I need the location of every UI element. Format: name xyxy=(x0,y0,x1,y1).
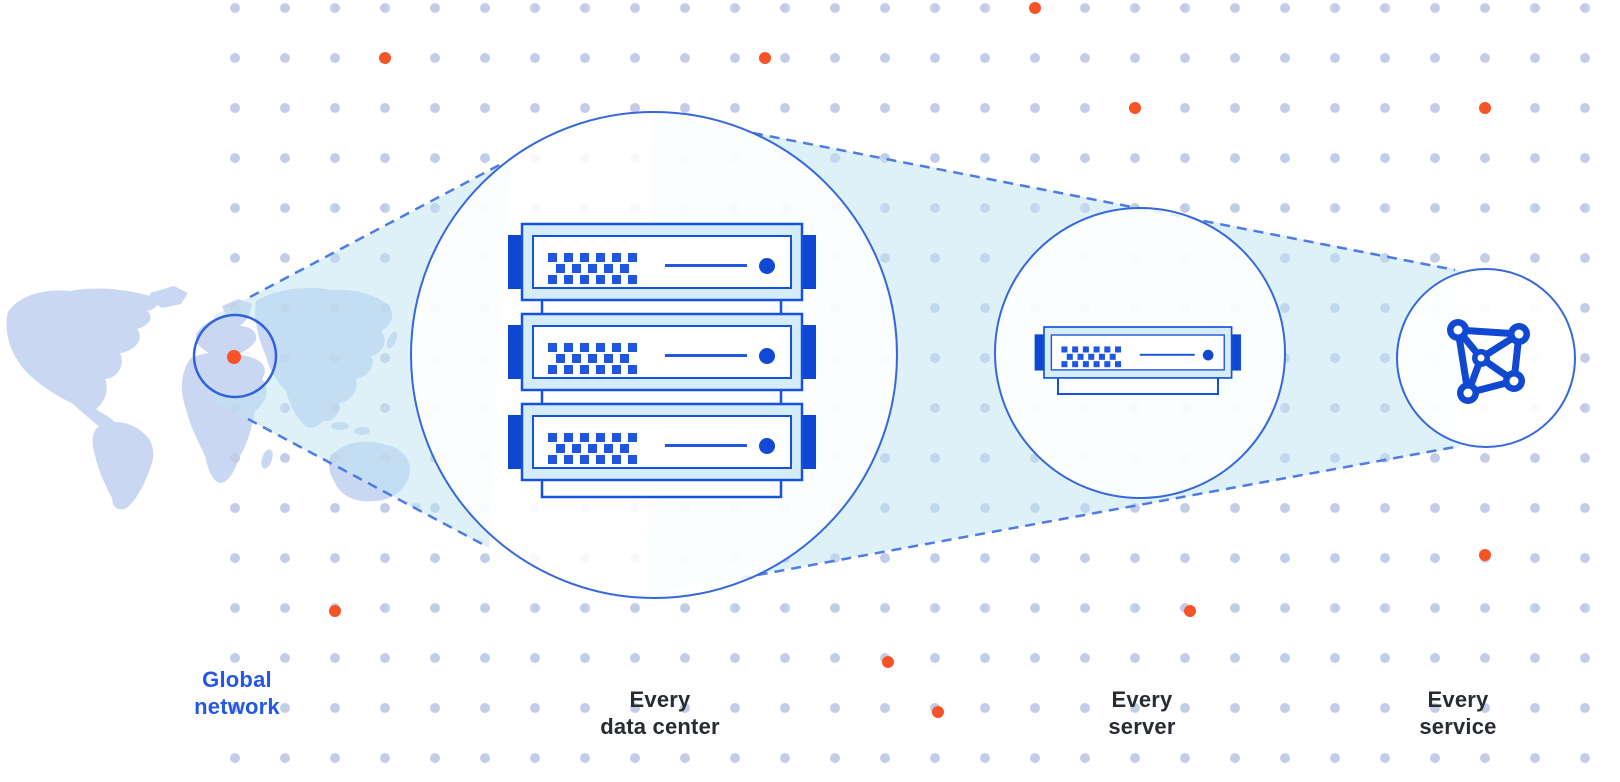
orange-accent-dot xyxy=(329,605,341,617)
rack-server-2 xyxy=(506,312,818,392)
server-circle xyxy=(994,207,1286,499)
map-circle-outline xyxy=(192,313,278,399)
label-every-server: Every server xyxy=(1108,687,1176,739)
service-circle xyxy=(1396,268,1576,448)
label-every-service: Every service xyxy=(1419,687,1497,739)
dashed-line-lower-left xyxy=(247,417,487,548)
orange-accent-dot xyxy=(1129,102,1141,114)
rack-server-3 xyxy=(506,402,818,482)
label-every-data-center: Every data center xyxy=(600,687,720,739)
global-network-circle xyxy=(192,313,278,399)
orange-accent-dot xyxy=(759,52,771,64)
data-center-circle xyxy=(410,111,898,599)
dashed-line-lower-right xyxy=(740,445,1456,580)
network-mesh-icon xyxy=(1447,319,1530,404)
orange-accent-dot xyxy=(1029,2,1041,14)
orange-accent-dots xyxy=(329,2,1491,718)
orange-accent-dot xyxy=(379,52,391,64)
location-marker-dot xyxy=(227,350,241,364)
orange-accent-dot xyxy=(1479,102,1491,114)
orange-accent-dot xyxy=(882,656,894,668)
orange-accent-dot xyxy=(1479,549,1491,561)
dashed-line-upper-right xyxy=(752,131,1456,272)
orange-accent-dot xyxy=(1184,605,1196,617)
zoom-dashed-lines xyxy=(247,131,1456,580)
rack-server-1 xyxy=(506,222,818,302)
single-server xyxy=(1033,326,1242,379)
dashed-line-upper-left xyxy=(249,160,506,299)
orange-accent-dot xyxy=(932,706,944,718)
label-global-network: Global network xyxy=(194,667,280,719)
